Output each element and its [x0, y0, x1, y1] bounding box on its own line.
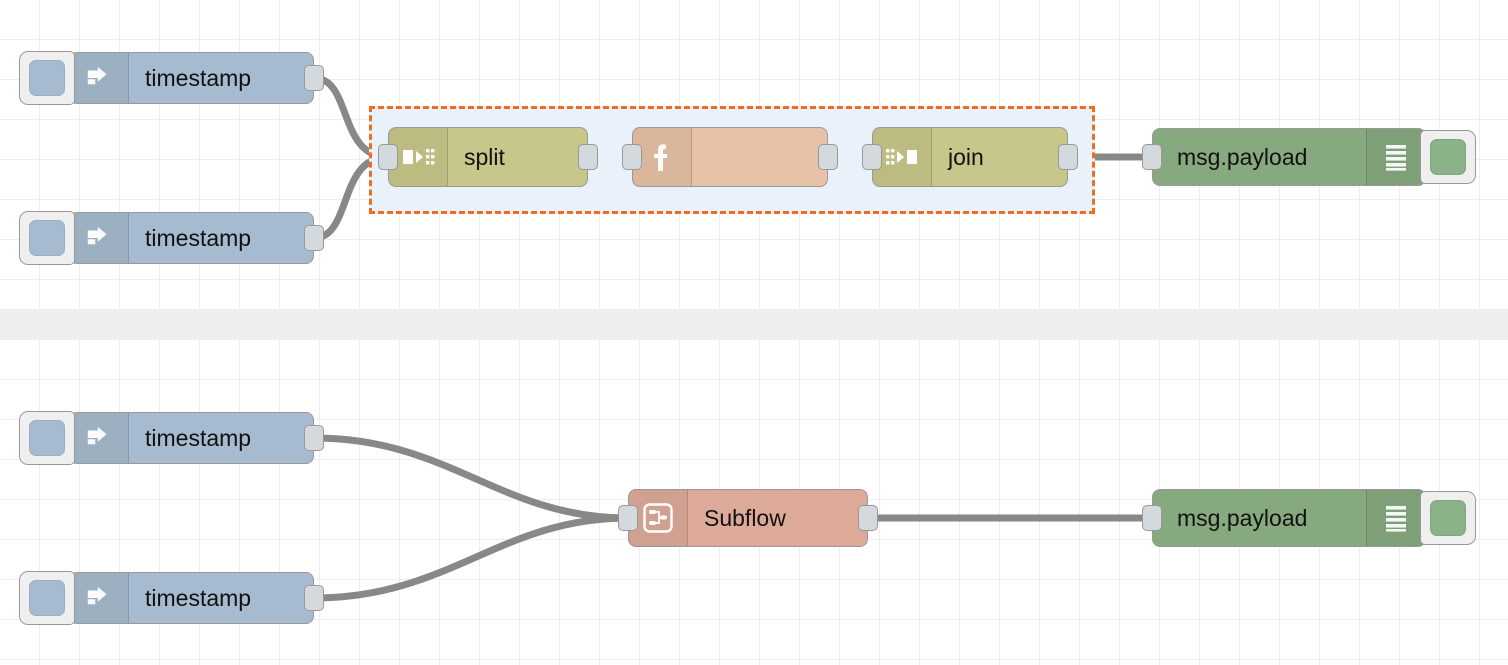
- debug-toggle-inner: [1430, 139, 1466, 175]
- inject-button-inner: [29, 220, 65, 256]
- inject-button-3[interactable]: [19, 411, 75, 465]
- debug-toggle-inner: [1430, 500, 1466, 536]
- node-label-debug-1: msg.payload: [1177, 143, 1308, 170]
- input-port-debug-2[interactable]: [1142, 505, 1162, 531]
- output-port-function[interactable]: [818, 144, 838, 170]
- input-port-function[interactable]: [622, 144, 642, 170]
- node-label-inject-1: timestamp: [145, 64, 252, 91]
- join-icon: [873, 128, 932, 186]
- arrow-right-inject-icon: [70, 413, 129, 463]
- node-subflow[interactable]: Subflow: [618, 489, 878, 547]
- function-f-icon: [633, 128, 692, 186]
- node-label-inject-2: timestamp: [145, 224, 252, 251]
- node-label-debug-2: msg.payload: [1177, 504, 1308, 531]
- inject-button-1[interactable]: [19, 51, 75, 105]
- input-port-subflow[interactable]: [618, 505, 638, 531]
- node-split[interactable]: split: [378, 127, 598, 187]
- debug-bars-icon: [1366, 129, 1425, 185]
- node-inject-2[interactable]: timestamp: [19, 211, 324, 265]
- node-inject-4[interactable]: timestamp: [19, 571, 324, 625]
- arrow-right-inject-icon: [70, 53, 129, 103]
- output-port-inject-1[interactable]: [304, 65, 324, 91]
- node-debug-2[interactable]: msg.payload: [1142, 489, 1476, 547]
- inject-button-inner: [29, 420, 65, 456]
- node-inject-3[interactable]: timestamp: [19, 411, 324, 465]
- arrow-right-inject-icon: [70, 573, 129, 623]
- flow-canvas-top[interactable]: timestamp timestamp: [0, 0, 1508, 309]
- arrow-right-inject-icon: [70, 213, 129, 263]
- output-port-split[interactable]: [578, 144, 598, 170]
- input-port-split[interactable]: [378, 144, 398, 170]
- flow-canvas-bottom[interactable]: timestamp timestamp: [0, 340, 1508, 665]
- inject-button-2[interactable]: [19, 211, 75, 265]
- inject-button-4[interactable]: [19, 571, 75, 625]
- subflow-diagram-icon: [629, 490, 688, 546]
- node-inject-1[interactable]: timestamp: [19, 51, 324, 105]
- output-port-subflow[interactable]: [858, 505, 878, 531]
- node-label-split: split: [464, 143, 505, 170]
- debug-toggle-button-1[interactable]: [1420, 130, 1476, 184]
- debug-bars-icon: [1366, 490, 1425, 546]
- inject-button-inner: [29, 580, 65, 616]
- node-label-join: join: [948, 143, 984, 170]
- node-debug-1[interactable]: msg.payload: [1142, 128, 1476, 186]
- wire-inject3-to-subflow: [310, 434, 632, 522]
- input-port-join[interactable]: [862, 144, 882, 170]
- output-port-inject-2[interactable]: [304, 225, 324, 251]
- debug-toggle-button-2[interactable]: [1420, 491, 1476, 545]
- node-function[interactable]: [622, 127, 838, 187]
- node-join[interactable]: join: [862, 127, 1078, 187]
- flow-divider-band: [0, 309, 1508, 340]
- node-label-subflow: Subflow: [704, 504, 786, 531]
- inject-button-inner: [29, 60, 65, 96]
- output-port-inject-3[interactable]: [304, 425, 324, 451]
- node-label-inject-4: timestamp: [145, 584, 252, 611]
- wire-inject4-to-subflow: [310, 514, 632, 602]
- output-port-inject-4[interactable]: [304, 585, 324, 611]
- output-port-join[interactable]: [1058, 144, 1078, 170]
- split-icon: [389, 128, 448, 186]
- node-label-inject-3: timestamp: [145, 424, 252, 451]
- input-port-debug-1[interactable]: [1142, 144, 1162, 170]
